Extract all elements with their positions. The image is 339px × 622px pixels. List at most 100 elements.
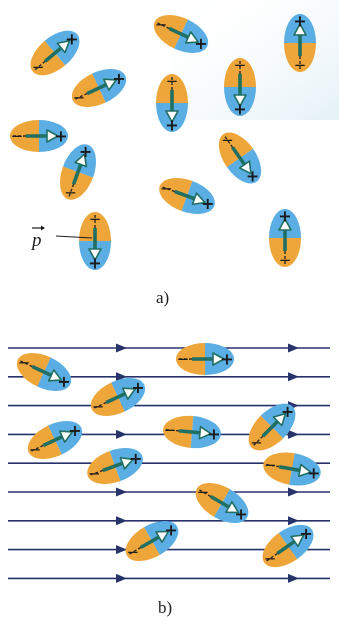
plus-sign: + (281, 402, 294, 421)
dipole-arrowhead (102, 78, 118, 91)
dipole-arrow-shaft (86, 82, 108, 96)
plus-sign: + (68, 421, 81, 440)
plus-sign: + (164, 521, 177, 540)
dipole-arrow-shaft (105, 391, 127, 405)
dipole-arrowhead (198, 425, 212, 440)
plus-sign: + (88, 254, 101, 273)
minus-sign: − (279, 251, 292, 269)
plus-sign: + (129, 449, 142, 468)
dipole-a-5: −+ (156, 72, 188, 135)
plus-sign: + (220, 350, 233, 369)
dipole-axis (253, 434, 265, 446)
dipole-arrow-shaft (42, 434, 64, 448)
dipole-arrowhead (165, 110, 179, 123)
plus-sign: + (234, 505, 247, 524)
dipole-b-9: −+ (188, 474, 256, 532)
dipole-b-1: −+ (10, 345, 78, 399)
minus-sign: − (92, 397, 105, 415)
dipole-axis (162, 186, 176, 193)
dipole-arrowhead (278, 218, 292, 231)
minus-sign: − (250, 434, 263, 452)
minus-sign: − (32, 58, 45, 76)
minus-sign: − (197, 483, 210, 501)
dipole-arrowhead (155, 530, 170, 543)
dipole-arrowhead (225, 501, 240, 514)
panel-b-label: b) (158, 598, 172, 617)
dipole-axis (199, 489, 212, 498)
minus-sign: − (164, 421, 177, 439)
dipole-arrowhead (119, 456, 134, 470)
dipole-arrow-shaft (174, 189, 197, 201)
dipole-arrowhead (46, 129, 59, 143)
dipole-axis (90, 469, 104, 476)
field-line-arrowhead (288, 372, 299, 382)
minus-sign: − (18, 354, 31, 372)
minus-sign: − (11, 127, 24, 145)
dipole-moment-callout: p (30, 225, 93, 251)
dipole-a-6: −+ (224, 56, 256, 119)
dipole-arrow-shaft (278, 464, 302, 473)
plus-sign: + (201, 194, 214, 213)
dipole-arrowhead (272, 412, 287, 427)
dipole-arrow-shaft (209, 494, 231, 510)
dipole-a-9: −+ (210, 125, 270, 191)
dipole-arrowhead (238, 160, 252, 175)
dipole-moment-label: p (30, 230, 42, 251)
dipole-a-7: −+ (10, 120, 68, 152)
plus-sign: + (194, 34, 207, 53)
minus-sign: − (294, 56, 307, 74)
dipole-arrow-shaft (231, 146, 247, 167)
field-line-arrowhead (116, 573, 127, 583)
dipole-arrowhead (293, 23, 307, 36)
minus-sign: − (73, 88, 86, 106)
dipole-arrowhead (233, 94, 247, 107)
minus-sign: − (234, 56, 247, 74)
plus-sign: + (54, 127, 67, 146)
dipole-a-10: −+ (154, 171, 220, 221)
dipole-a-12: −+ (79, 210, 111, 273)
dipole-arrow-shaft (261, 419, 280, 438)
dipole-b-10: −+ (118, 512, 186, 570)
panel-a-label: a) (156, 288, 169, 307)
dipole-axis (34, 60, 47, 71)
field-line-arrowhead (116, 487, 127, 497)
background-tint (170, 0, 339, 120)
dipole-a-11: −+ (269, 207, 301, 269)
dipole-arrow-shaft (71, 162, 83, 185)
dipole-b-2: −+ (176, 343, 234, 375)
field-line-arrowhead (116, 516, 127, 526)
field-line-arrowhead (288, 487, 299, 497)
dipole-arrowhead (290, 534, 305, 548)
field-line-arrowhead (288, 516, 299, 526)
dipole-a-3: −+ (284, 12, 316, 74)
plus-sign: + (79, 142, 92, 161)
field-line-arrowhead (288, 343, 299, 353)
field-line-arrowhead (116, 372, 127, 382)
minus-sign: − (89, 210, 102, 228)
minus-sign: − (264, 550, 277, 568)
dipole-a-1: −+ (22, 22, 88, 84)
dipole-axis (31, 444, 45, 452)
field-line-arrowhead (288, 573, 299, 583)
dipole-arrowhead (298, 463, 312, 478)
dipole-a-4: −+ (65, 61, 133, 115)
dipole-axis (129, 546, 142, 555)
field-line-arrowhead (288, 429, 299, 439)
minus-sign: − (155, 16, 168, 34)
dipole-b-6: −+ (240, 395, 304, 459)
minus-sign: − (264, 456, 277, 474)
plus-sign: + (246, 167, 259, 186)
dipole-moment-leader-line (55, 235, 93, 239)
dipole-arrow-shaft (276, 539, 297, 555)
dipole-arrowhead (184, 31, 200, 44)
plus-sign: + (112, 69, 125, 88)
plus-sign: + (165, 116, 178, 135)
dipole-arrowhead (47, 369, 63, 382)
plus-sign: + (65, 29, 78, 48)
minus-sign: − (160, 179, 173, 197)
dipole-moment-vector-arrowhead (41, 225, 45, 231)
dipole-arrow-shaft (178, 429, 202, 435)
dipole-arrowhead (191, 192, 206, 206)
dipole-arrowhead (74, 153, 88, 168)
